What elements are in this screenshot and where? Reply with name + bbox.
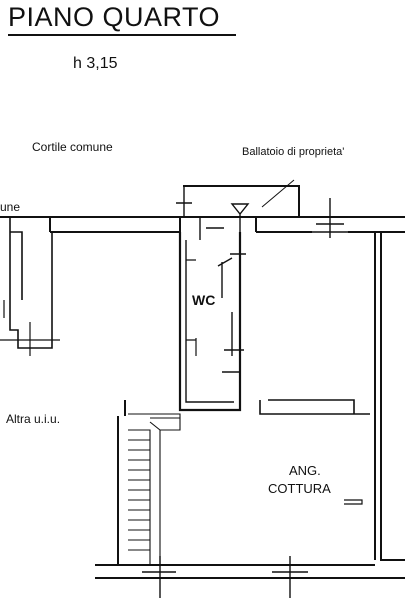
balcony-label: Ballatoio di proprieta': [242, 146, 345, 158]
ceiling-height-label: h 3,15: [73, 55, 118, 72]
wall-left-main: [117, 400, 126, 565]
drain-symbol: [230, 203, 250, 238]
wc-inner: [185, 218, 234, 403]
wc-marks: [186, 259, 197, 356]
window-top: [312, 198, 348, 238]
left-room-walls: [9, 217, 53, 349]
wall-bottom: [95, 564, 405, 579]
kitchen-label-line1: ANG.: [289, 463, 321, 478]
shared-courtyard-label: Cortile comune: [32, 140, 113, 154]
window-bottom-left: [138, 556, 180, 598]
wall-mid: [259, 399, 370, 415]
wc-label: WC: [192, 292, 216, 308]
left-room-marks: [0, 300, 60, 356]
wc-walls: [178, 232, 242, 412]
column-mark-left: [176, 186, 192, 217]
wc-door-b: [222, 312, 244, 373]
window-bottom-right: [268, 556, 312, 598]
wc-door-a: [217, 253, 246, 298]
staircase: [128, 413, 181, 565]
balcony-railing: [183, 185, 300, 217]
wall-right: [374, 232, 405, 561]
balcony-leader: [261, 179, 295, 208]
partial-shared-label: une: [0, 200, 21, 214]
kitchen-label-line2: COTTURA: [268, 481, 331, 496]
wall-top-caps: [49, 217, 257, 232]
other-unit-label: Altra u.i.u.: [6, 412, 61, 426]
kitchen-counter: [344, 499, 363, 505]
title-underline: [8, 34, 236, 36]
plan-title: PIANO QUARTO: [8, 2, 221, 32]
